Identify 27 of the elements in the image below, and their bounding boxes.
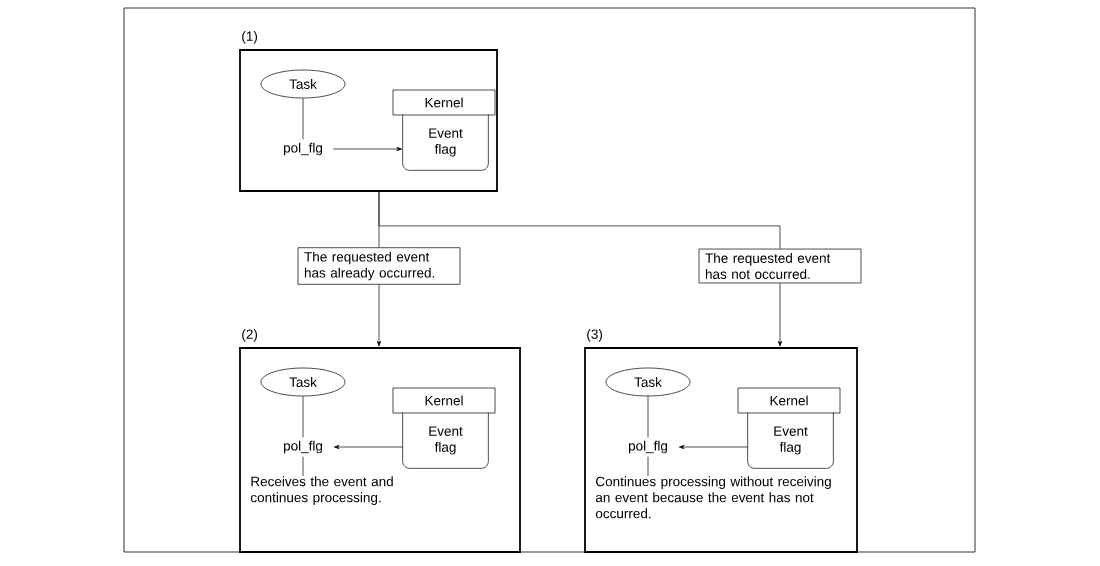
event-flag-box: Event flag	[747, 412, 834, 469]
connector	[302, 456, 304, 477]
connector	[378, 191, 781, 250]
connector	[302, 98, 304, 140]
connector	[332, 146, 402, 152]
event-flag-box: Event flag	[402, 114, 489, 171]
connector	[647, 456, 649, 477]
condition-box: The requested event has already occurred.	[297, 247, 461, 285]
call-label: pol_flg	[629, 440, 667, 454]
connector	[302, 396, 304, 438]
connector	[376, 284, 382, 347]
connector	[333, 444, 403, 450]
node-label: (3)	[587, 329, 603, 342]
connector	[777, 282, 783, 347]
condition-box: The requested event has not occurred.	[698, 248, 862, 284]
call-label: pol_flg	[284, 142, 322, 156]
result-note: Continues processing without receiving an event because the event has not occurred.	[595, 476, 831, 519]
node-label: (2)	[242, 329, 258, 342]
kernel-box: Kernel	[737, 387, 841, 414]
connector	[647, 396, 649, 438]
kernel-box: Kernel	[392, 387, 496, 414]
call-label: pol_flg	[284, 440, 322, 454]
connector	[678, 444, 748, 450]
node-label: (1)	[242, 31, 258, 44]
event-flag-box: Event flag	[402, 412, 489, 469]
result-note: Receives the event and continues processing.	[250, 476, 393, 505]
kernel-box: Kernel	[392, 89, 496, 116]
